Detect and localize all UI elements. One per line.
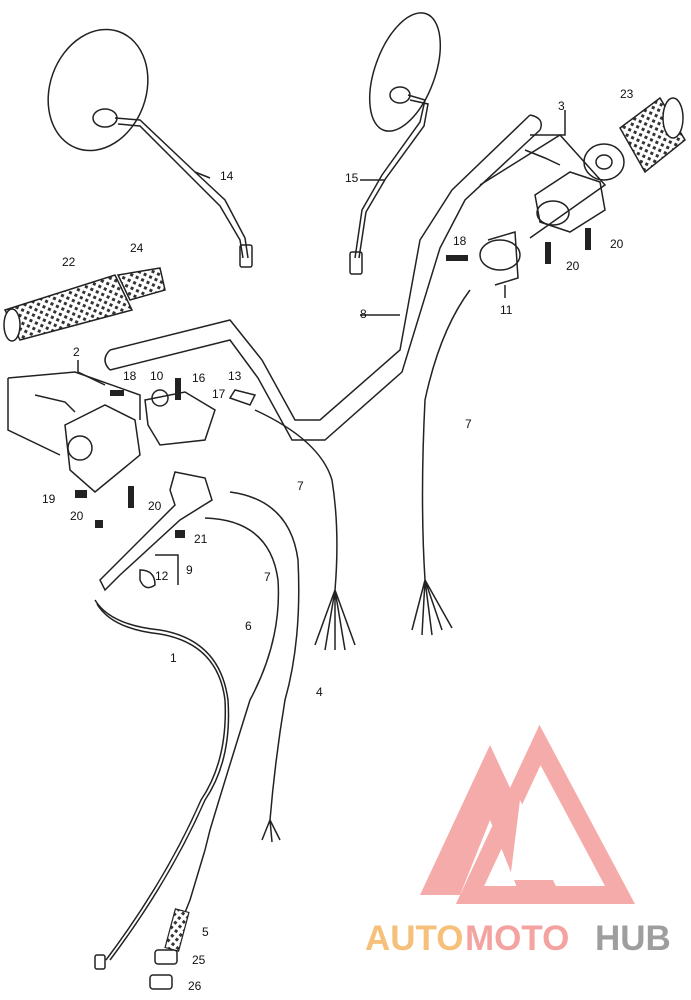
cable-spring [164,908,190,952]
callout-8: 8 [360,307,367,321]
callout-7c: 7 [465,417,472,431]
left-switch-housing [7,371,141,493]
callout-2: 2 [73,345,80,359]
callout-6: 6 [245,619,252,633]
watermark-auto: AUTO [365,919,464,958]
callout-26: 26 [188,979,202,993]
callout-10: 10 [150,369,164,383]
watermark-logo [420,724,635,904]
wire-ends [261,579,453,843]
callout-20b: 20 [148,499,162,513]
callout-17: 17 [212,387,226,401]
leader-lines [77,110,566,585]
right-mirror [349,12,442,275]
callout-13: 13 [228,369,242,383]
watermark-hub: HUB [595,919,671,958]
lever-bracket [144,389,257,446]
callout-9: 9 [186,563,193,577]
right-switch-housing [479,134,607,286]
callout-24: 24 [130,241,144,255]
callout-20a: 20 [70,509,84,523]
callout-1: 1 [170,651,177,665]
callout-18b: 18 [453,234,467,248]
callout-4: 4 [316,685,323,699]
callout-16: 16 [192,371,206,385]
watermark-moto: MOTO [465,919,569,958]
throttle-ring [583,143,625,181]
callout-14: 14 [220,169,234,183]
callout-18a: 18 [123,369,137,383]
callout-5: 5 [202,925,209,939]
callouts: 1 2 3 4 5 6 7 7 7 8 9 10 11 12 13 14 15 … [42,87,634,993]
callout-20d: 20 [566,259,580,273]
right-grip [619,96,686,174]
callout-23: 23 [620,87,634,101]
callout-22: 22 [62,255,76,269]
handlebar [104,114,542,441]
spring-caps [94,849,206,990]
left-mirror [47,28,253,268]
callout-7b: 7 [264,570,271,584]
callout-11: 11 [500,303,513,317]
callout-19: 19 [42,492,56,506]
callout-15: 15 [345,171,359,185]
cables [94,289,471,961]
left-grip [3,267,166,342]
callout-12: 12 [155,569,169,583]
callout-20c: 20 [610,237,624,251]
bolts [75,228,591,538]
callout-25: 25 [192,953,206,967]
callout-3: 3 [558,99,565,113]
clutch-lever [99,471,213,592]
callout-21: 21 [194,532,208,546]
callout-7a: 7 [297,479,304,493]
